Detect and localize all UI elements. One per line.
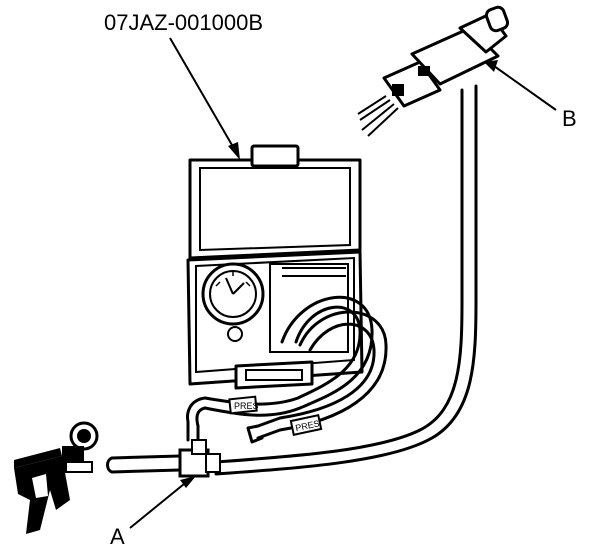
pump-hose (106, 454, 182, 474)
case-hoses: PRES PRES (186, 295, 388, 444)
hose-marking-right: PRES (294, 418, 320, 433)
connector-hose (214, 84, 478, 476)
tester-case-lid (188, 144, 362, 260)
kit-part-number-label: 07JAZ-001000B (104, 10, 263, 35)
part-number-leader (169, 37, 240, 160)
vacuum-pump-icon (14, 421, 99, 534)
pressure-gauge-icon (201, 262, 265, 342)
tee-fitting-icon (178, 439, 221, 478)
callout-a-leader (129, 476, 196, 529)
callout-b-leader (484, 60, 557, 111)
hose-marking-left: PRES (234, 401, 259, 411)
callout-b-label: B (562, 106, 577, 131)
callout-a-label: A (110, 524, 125, 549)
connector-icon (357, 5, 510, 137)
